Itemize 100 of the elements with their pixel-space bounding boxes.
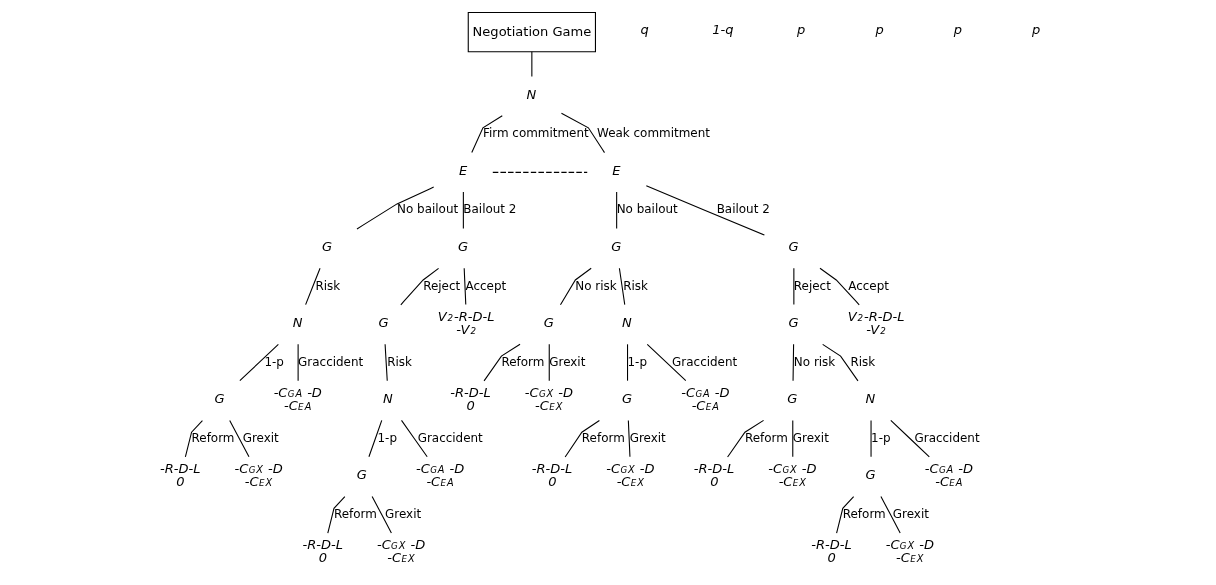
node-text: -CGA -D -CEA	[924, 461, 973, 490]
node-text: -CGX -D -CEX	[605, 461, 655, 490]
connector	[818, 267, 860, 306]
node-text: -CGX -D -CEX	[376, 537, 425, 566]
edge-label: Firm commitment	[482, 126, 589, 141]
node-text: -R-D-L 0	[693, 461, 734, 490]
connector	[792, 267, 794, 306]
node-text: G	[356, 467, 367, 483]
connector	[463, 267, 466, 306]
label: p	[1031, 22, 1040, 38]
node-text: -R-D-L 0	[531, 461, 572, 490]
edge-label: Accept	[465, 278, 506, 293]
connector	[491, 171, 588, 173]
connector	[879, 495, 901, 534]
node-box: Negotiation Game	[467, 12, 596, 53]
edge-label: Reform	[744, 430, 788, 445]
node-text: G	[213, 390, 225, 406]
edge-label: No risk	[574, 278, 617, 293]
edge-label: Grexit	[242, 430, 279, 445]
connector	[626, 343, 628, 382]
edge-label: 1-p	[263, 354, 284, 369]
connector	[530, 51, 532, 78]
node-text: G	[787, 314, 799, 330]
node-text: E	[611, 162, 621, 178]
node-text: G	[457, 238, 468, 254]
label: 1-q	[711, 22, 734, 38]
connector	[371, 495, 392, 534]
edge-label: 1-p	[376, 430, 397, 445]
node-text: -CGX -D -CEX	[234, 461, 283, 490]
connector	[326, 496, 345, 534]
connector	[367, 419, 382, 458]
connector	[297, 343, 299, 382]
connector	[821, 343, 858, 382]
edge-label: Grexit	[384, 506, 421, 521]
connector	[889, 419, 930, 458]
edge-label: No bailout	[616, 202, 678, 217]
connector	[400, 419, 428, 458]
connector	[618, 267, 625, 306]
edge-label: Reform	[500, 354, 544, 369]
edge-label: Grexit	[629, 430, 666, 445]
label: p	[874, 22, 884, 38]
node-text: V2-R-D-L -V2	[437, 308, 495, 337]
node-text: -R-D-L 0	[810, 537, 852, 566]
connector	[304, 267, 321, 306]
connector	[646, 343, 686, 382]
edge-label: Bailout 2	[462, 202, 516, 217]
node-text: N	[621, 314, 632, 330]
edge-label: Reform	[581, 430, 625, 445]
connector	[791, 419, 793, 458]
edge-label: 1-p	[627, 354, 647, 369]
edge-label: Reject	[793, 278, 831, 293]
node-text: N	[525, 86, 536, 102]
node-text: G	[865, 467, 876, 483]
node-text: -CGA -D -CEA	[680, 384, 730, 414]
edge-label: Grexit	[792, 430, 829, 445]
label: p	[953, 22, 962, 38]
edge-label: Weak commitment	[596, 126, 710, 141]
label: q	[640, 22, 649, 38]
node-text: G	[610, 238, 621, 254]
node-text: -CGX -D -CEX	[767, 461, 817, 490]
connector	[384, 343, 388, 382]
connector	[726, 419, 764, 458]
edge-label: No bailout	[396, 202, 458, 217]
node-text: N	[865, 390, 875, 406]
connector	[564, 419, 600, 458]
node-text: G	[543, 314, 554, 330]
edge-label: Bailout 2	[716, 202, 770, 217]
connector	[238, 343, 279, 382]
connector	[355, 186, 434, 230]
connector	[483, 343, 521, 382]
edge-label: Risk	[622, 278, 648, 293]
connector	[559, 267, 592, 306]
node-text: G	[321, 238, 332, 254]
node-text: -CGX -D -CEX	[885, 537, 934, 566]
node-text: -R-D-L 0	[301, 537, 343, 566]
connector	[627, 419, 630, 458]
node-text: G	[621, 390, 632, 406]
node-text: -CGA -D -CEA	[273, 384, 322, 414]
edge-label: Grexit	[548, 354, 585, 369]
connector	[615, 191, 617, 230]
edge-label: Reform	[333, 506, 377, 521]
connector	[228, 419, 249, 458]
connector	[462, 191, 464, 230]
connector	[645, 185, 765, 236]
connector	[399, 267, 439, 306]
connector	[470, 115, 503, 154]
connector	[792, 343, 794, 382]
edge-label: Risk	[315, 278, 340, 293]
node-text: G	[786, 390, 797, 406]
connector	[835, 496, 854, 534]
label: p	[796, 22, 805, 38]
edge-label: Risk	[386, 354, 412, 369]
node-text: -R-D-L 0	[159, 461, 201, 490]
edge-label: No risk	[793, 354, 835, 369]
edge-label: 1-p	[870, 430, 891, 445]
node-text: -R-D-L 0	[449, 384, 491, 414]
connector	[184, 419, 203, 458]
edge-label: Reform	[191, 430, 235, 445]
edge-label: Reject	[422, 278, 460, 293]
edge-label: Graccident	[671, 354, 737, 369]
